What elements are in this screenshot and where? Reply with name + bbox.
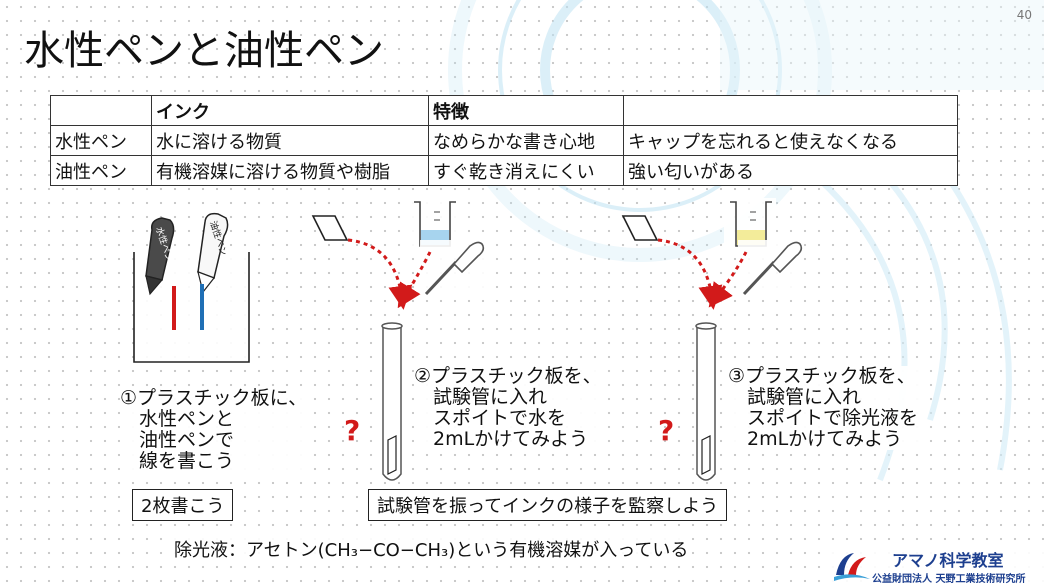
plastic-plate-icon [621,215,659,241]
logo-mark-icon [834,553,870,581]
plastic-plate-frame [133,252,250,363]
plastic-plate-icon [311,215,349,241]
question-mark: ? [344,414,361,447]
water-based-pen-icon [145,217,175,296]
table-cell: 強い匂いがある [623,155,958,186]
arrow-water-to-tube [397,251,432,309]
write-two-box: 2枚書こう [132,489,234,521]
logo-name: アマノ科学教室 [892,551,1004,570]
dropper-icon [420,240,485,296]
table-header-cell [623,95,958,126]
test-tube-remover-icon [695,322,717,481]
shake-tube-box: 試験管を振ってインクの様子を監察しよう [368,489,728,521]
page-number: 40 [1016,8,1032,22]
table-cell: なめらかな書き心地 [428,125,624,156]
dropper-icon [738,240,803,296]
arrow-plate-to-tube [657,238,723,310]
table-row: 水性ペン 水に溶ける物質 なめらかな書き心地 キャップを忘れると使えなくなる [50,125,958,156]
page-title: 水性ペンと油性ペン [24,28,384,74]
comparison-table: インク 特徴 水性ペン 水に溶ける物質 なめらかな書き心地 キャップを忘れると使… [50,95,958,186]
arrow-plate-to-tube [347,238,413,310]
test-tube-water-icon [381,322,403,481]
table-cell: キャップを忘れると使えなくなる [623,125,958,156]
step3-instruction: ③プラスチック板を、 試験管に入れ スポイトで除光液を 2mLかけてみよう [728,365,919,450]
step2-instruction: ②プラスチック板を、 試験管に入れ スポイトで水を 2mLかけてみよう [414,365,602,450]
table-header-cell: インク [151,95,429,126]
question-mark: ? [658,414,675,447]
arrow-remover-to-tube [708,251,748,308]
beaker-water-icon [408,198,460,248]
remover-note: 除光液：アセトン(CH₃−CO−CH₃)という有機溶媒が入っている [170,535,693,563]
table-cell: 油性ペン [50,155,152,186]
step1-instruction: ①プラスチック板に、 水性ペンと 油性ペンで 線を書こう [120,387,308,472]
table-row: 油性ペン 有機溶媒に溶ける物質や樹脂 すぐ乾き消えにくい 強い匂いがある [50,155,958,186]
organization-logo: アマノ科学教室 公益財団法人 天野工業技術研究所 [832,545,1044,587]
logo-org: 公益財団法人 天野工業技術研究所 [872,574,1026,585]
table-cell: すぐ乾き消えにくい [428,155,624,186]
table-header-row: インク 特徴 [50,95,958,126]
table-cell: 有機溶媒に溶ける物質や樹脂 [151,155,429,186]
